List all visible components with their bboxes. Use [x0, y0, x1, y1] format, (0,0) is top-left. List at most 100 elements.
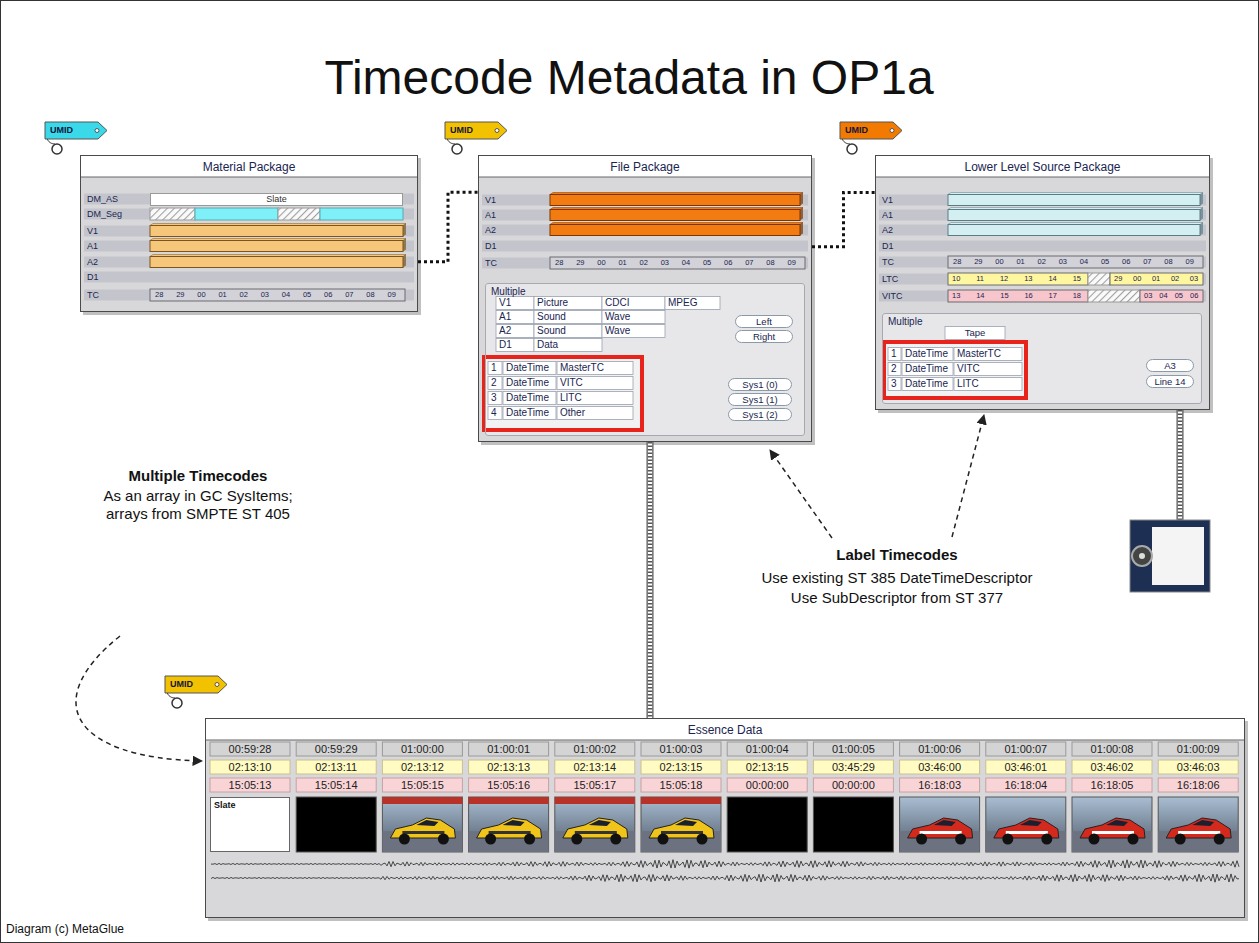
material-package-drawing — [150, 289, 405, 301]
package-reference — [418, 192, 478, 261]
essence-drawing — [986, 742, 1066, 756]
car-picture — [1175, 834, 1186, 845]
node-text: A3 — [1153, 360, 1187, 371]
file-package-drawing — [478, 155, 815, 445]
table-cell: MasterTC — [560, 362, 604, 374]
pill-label: Sys1 (0) — [728, 378, 792, 391]
essence-drawing — [205, 718, 1245, 918]
timecode-value: 01:00:00 — [401, 743, 444, 756]
timecode-value: 16:18:03 — [918, 779, 961, 792]
car-picture — [955, 834, 966, 845]
essence-drawing — [727, 778, 807, 792]
timecode-label-table — [488, 377, 502, 390]
node-text: Multiple — [883, 314, 1201, 330]
essence-link — [647, 442, 654, 718]
file-package-drawing — [800, 208, 803, 221]
car-picture — [920, 831, 962, 834]
car-picture — [382, 797, 462, 804]
file-package-drawing — [481, 158, 815, 445]
tag-shape — [165, 676, 227, 693]
material-package-drawing — [84, 272, 414, 283]
timecode-label-table — [484, 357, 642, 430]
track-name: A1 — [485, 210, 496, 220]
car-picture — [555, 797, 635, 852]
timecode-value: 01:00:07 — [1004, 743, 1047, 756]
tape-picture — [1177, 410, 1184, 520]
file-package-drawing — [482, 258, 808, 269]
timecode-strip: 10 11 12 13 14 15 — [952, 275, 1081, 284]
timecode-value: 15:05:14 — [315, 779, 358, 792]
package-reference — [812, 192, 875, 246]
table-cell: 2 — [891, 363, 897, 375]
table-cell: Tape — [965, 328, 986, 339]
timecode-label-table — [488, 392, 502, 405]
timecode-strip: 03 04 05 06 — [1144, 292, 1198, 301]
descriptor-panel-ground — [485, 283, 805, 436]
table-cell: 4 — [491, 407, 497, 419]
essence-drawing — [900, 778, 980, 792]
essence-drawing — [727, 742, 807, 756]
package-reference — [418, 192, 478, 261]
car-picture — [1072, 797, 1152, 852]
car-picture — [1092, 831, 1134, 834]
source-package-drawing — [875, 155, 1213, 413]
timecode-label-table — [902, 363, 953, 376]
tag-ring — [52, 144, 62, 154]
timecode-value: 01:00:04 — [746, 743, 789, 756]
track-name: V1 — [882, 195, 893, 205]
tape-descriptor — [945, 327, 1005, 340]
essence-drawing — [900, 760, 980, 774]
car-picture — [900, 797, 980, 852]
car-picture — [524, 834, 535, 845]
timecode-label-table — [884, 342, 1026, 398]
essence-drawing — [641, 760, 721, 774]
node-text: Sys1 (0) — [735, 379, 785, 390]
file-package-drawing — [800, 223, 803, 236]
timecode-value: 00:59:29 — [315, 743, 358, 756]
tag-ring — [172, 698, 182, 708]
car-picture — [1020, 820, 1042, 826]
descriptor-table — [496, 339, 534, 352]
car-picture — [1178, 831, 1220, 834]
timecode-label-table — [902, 348, 953, 361]
source-package-drawing — [875, 177, 1210, 178]
timecode-value: 16:18:04 — [1004, 779, 1047, 792]
source-package-drawing — [879, 241, 1206, 252]
timecode-label-table — [902, 378, 953, 391]
descriptor-table — [534, 325, 602, 338]
essence-drawing — [382, 778, 462, 792]
note-text: Use existing ST 385 DateTimeDescriptor — [762, 569, 1033, 586]
tag-ring — [847, 144, 857, 154]
essence-drawing — [382, 760, 462, 774]
timecode-strip: 13 14 15 16 17 18 — [952, 292, 1081, 301]
timecode-label-table — [488, 362, 502, 375]
umid-tag: UMID — [445, 122, 507, 139]
descriptor-panel-ground — [882, 313, 1202, 404]
file-package-drawing — [482, 210, 808, 221]
note-heading: Label Timecodes — [836, 546, 957, 563]
node-text: UMID — [840, 122, 902, 139]
essence-drawing — [641, 742, 721, 756]
table-cell: 1 — [491, 362, 497, 374]
file-package-drawing — [478, 155, 812, 177]
essence-drawing — [205, 718, 1245, 740]
node-text: UMID — [445, 122, 507, 139]
essence-drawing — [382, 742, 462, 756]
car-picture — [1072, 797, 1152, 852]
file-package-drawing — [550, 225, 800, 236]
track-name: D1 — [485, 241, 497, 251]
timecode-value: 02:13:15 — [660, 761, 703, 774]
source-package-drawing — [875, 155, 1210, 177]
timecode-label-table — [484, 357, 642, 430]
material-package-drawing — [84, 290, 414, 301]
car-picture — [986, 797, 1066, 852]
file-package-drawing — [550, 195, 800, 206]
timecode-value: 15:05:16 — [487, 779, 530, 792]
package-panel: Material PackageSlate — [80, 155, 418, 312]
audio-waveform — [211, 874, 1239, 882]
material-package-drawing — [84, 226, 414, 237]
essence-drawing — [813, 797, 893, 852]
tape-picture — [1130, 520, 1210, 592]
essence-drawing — [210, 760, 290, 774]
timecode-label-table — [954, 348, 1022, 361]
